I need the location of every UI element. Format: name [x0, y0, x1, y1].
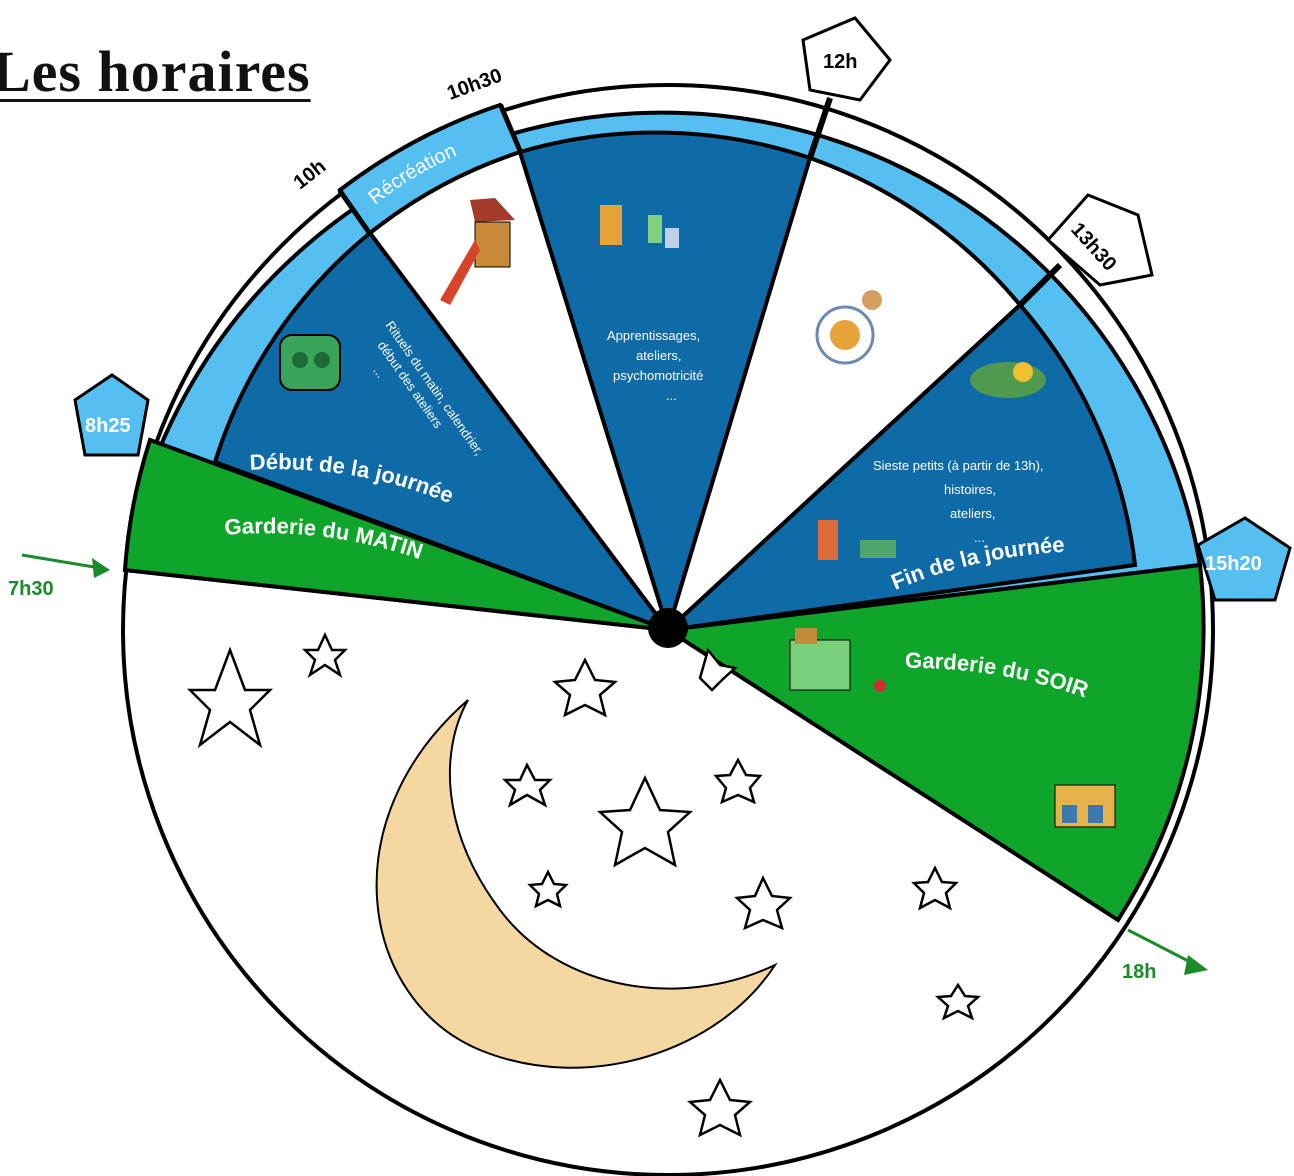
svg-text:...: ... [974, 530, 985, 545]
nap-illustration [970, 362, 1046, 398]
desc-apres-midi: Sieste petits (à partir de 13h), histoir… [873, 458, 1044, 545]
star-icon [698, 647, 738, 692]
divider-12h [807, 97, 833, 159]
playground-illustration [440, 198, 515, 305]
desc-apprentissages: Apprentissages, ateliers, psychomotricit… [607, 328, 703, 403]
badge-15h20 [1196, 516, 1292, 602]
sector-debut-journee [212, 230, 674, 635]
svg-text:psychomotricité: psychomotricité [613, 368, 703, 383]
time-15h20: 15h20 [1205, 553, 1262, 575]
sector-apprentissages [517, 130, 813, 637]
star-icon [911, 865, 959, 911]
star-icon [686, 1077, 754, 1138]
star-icon [501, 762, 554, 808]
svg-text:ateliers,: ateliers, [636, 348, 682, 363]
star-icon [527, 869, 569, 909]
time-10h: 10h [290, 155, 331, 194]
svg-text:Sieste petits (à partir de 13h: Sieste petits (à partir de 13h), [873, 458, 1044, 473]
time-18h: 18h [1122, 961, 1156, 983]
center-dot [648, 608, 688, 648]
kids-playing-illustration [818, 520, 896, 560]
star-icon [186, 646, 274, 749]
badge-8h25 [73, 373, 150, 457]
arrow-start [21, 553, 101, 570]
ring-recreation [337, 102, 523, 236]
lunch-illustration [815, 290, 882, 365]
arrow-start-head [92, 558, 110, 578]
supplies-illustration [600, 205, 679, 248]
page-title: Les horaires [0, 39, 311, 104]
badge-13h30 [1045, 193, 1154, 287]
badge-12h [801, 16, 892, 102]
moon-icon [375, 699, 778, 1069]
time-12h: 12h [823, 51, 857, 73]
stars-decoration [186, 632, 982, 1138]
svg-text:Apprentissages,: Apprentissages, [607, 328, 700, 343]
star-icon [596, 775, 694, 868]
star-icon [551, 657, 619, 718]
sector-temps-midi [663, 155, 1023, 637]
divider-13h30 [1017, 262, 1063, 308]
time-10h30: 10h30 [444, 65, 505, 105]
arrow-end-head [1184, 955, 1208, 975]
star-icon [713, 757, 763, 805]
arrow-end [1127, 928, 1197, 967]
svg-text:histoires,: histoires, [944, 482, 996, 497]
star-icon [301, 632, 349, 679]
toybox-illustration [789, 628, 886, 692]
schoolbag-illustration [279, 334, 341, 391]
school-illustration [1054, 784, 1116, 828]
time-7h30: 7h30 [8, 578, 54, 600]
time-8h25: 8h25 [85, 415, 131, 437]
star-icon [934, 982, 982, 1021]
svg-text:...: ... [666, 388, 677, 403]
sector-garderie-matin [122, 437, 669, 632]
star-icon [734, 875, 793, 931]
svg-text:ateliers,: ateliers, [950, 506, 996, 521]
